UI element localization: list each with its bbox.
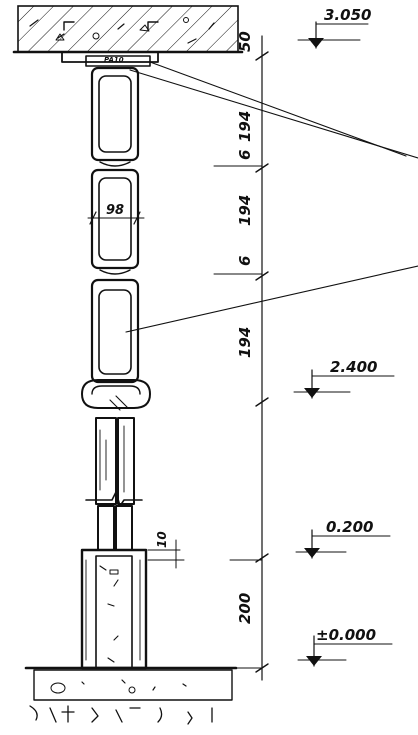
level-marker-mid: 2.400 <box>293 358 395 399</box>
glass-block-lower <box>90 278 140 384</box>
level-marker-low: 0.200 <box>295 518 391 559</box>
sill-joint <box>81 379 151 411</box>
dim-200-label: 200 <box>236 593 254 624</box>
elevation-low: 0.200 <box>326 518 373 536</box>
dim-194-b-label: 194 <box>236 195 254 226</box>
width-98-label: 98 <box>106 203 124 218</box>
dim-10-label: 10 <box>155 531 169 548</box>
dim-10-marker: 10 <box>147 531 185 569</box>
wood-frame-upper <box>85 417 143 507</box>
vertical-dimension-line <box>179 35 269 681</box>
level-marker-ground: ±0.000 <box>297 626 393 667</box>
ceiling-slab <box>12 5 244 63</box>
leader-lines <box>125 61 418 333</box>
dim-6-b-label: 6 <box>236 256 254 266</box>
glass-block-upper <box>90 66 140 167</box>
lintel-tag: PA10 <box>104 56 124 64</box>
elevation-ground: ±0.000 <box>316 626 376 644</box>
dim-6-a-label: 6 <box>236 150 254 160</box>
dim-194-a-label: 194 <box>236 111 254 142</box>
wood-frame-lower <box>80 505 148 670</box>
elevation-mid: 2.400 <box>330 358 377 376</box>
width-dimension: 98 <box>87 203 145 225</box>
level-marker-top: 3.050 <box>297 6 371 49</box>
head-profile: PA10 <box>85 55 151 67</box>
glass-block-middle <box>90 168 140 275</box>
dim-50-label: 50 <box>236 31 254 52</box>
floor-slab <box>24 666 238 725</box>
dim-194-c-label: 194 <box>236 327 254 358</box>
elevation-top: 3.050 <box>324 6 371 24</box>
